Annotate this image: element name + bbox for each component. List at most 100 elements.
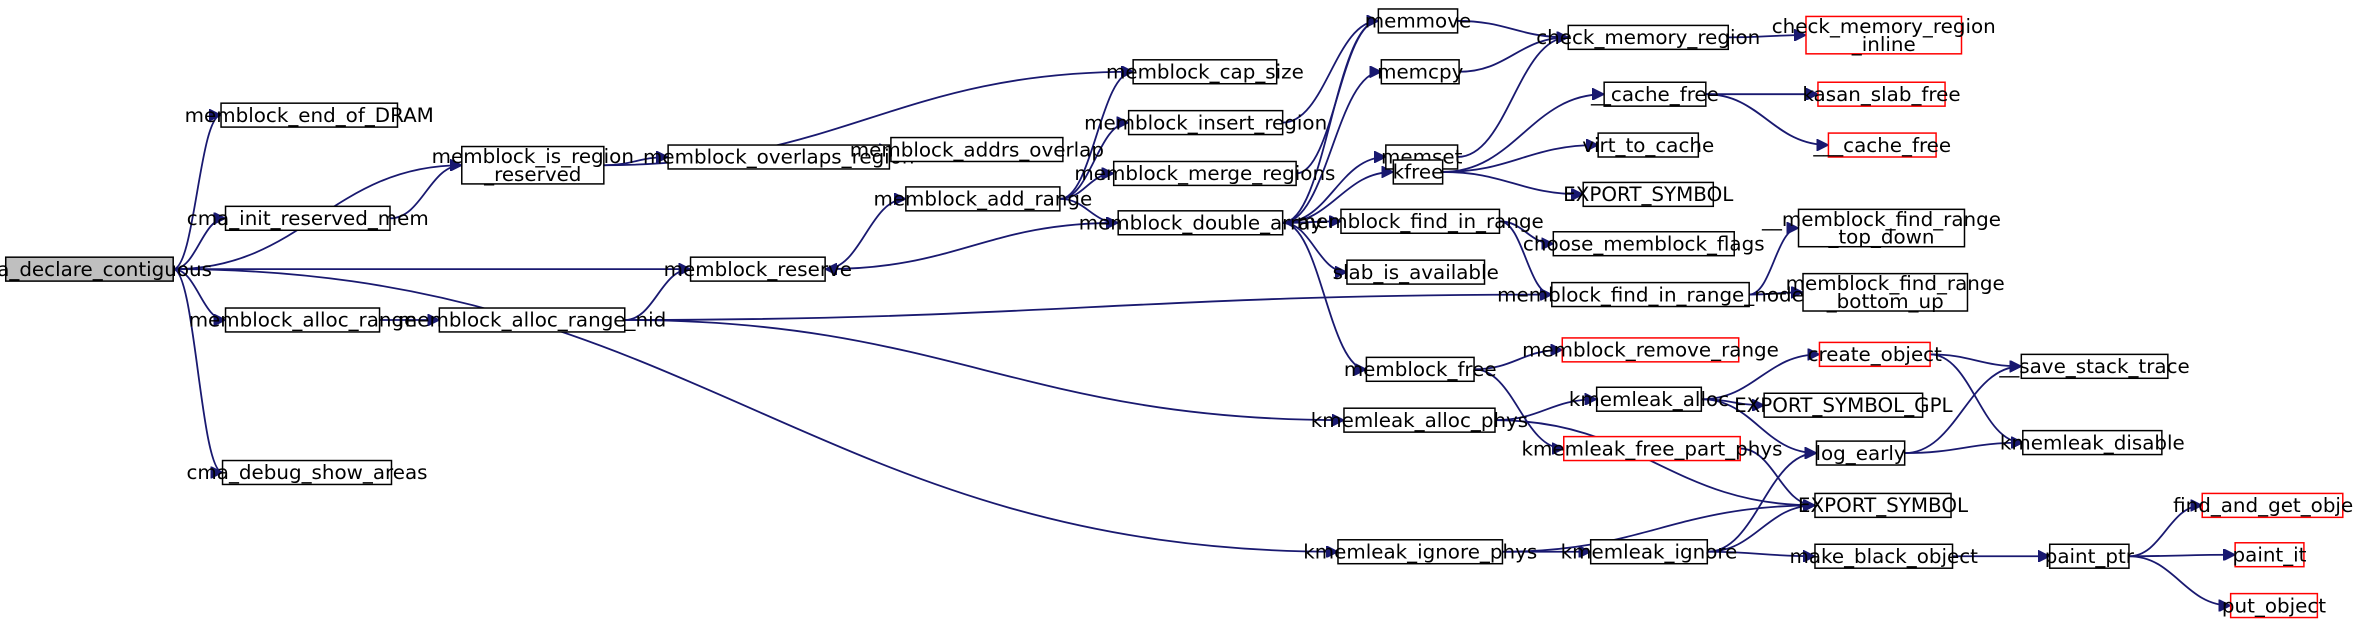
node-mfrtd[interactable]: __memblock_find_range_top_down xyxy=(1761,208,2001,249)
node-sst[interactable]: __save_stack_trace xyxy=(1998,353,2190,380)
edge xyxy=(1705,93,1829,145)
edge-mset-cmr xyxy=(1457,37,1569,158)
node-box xyxy=(2234,542,2305,568)
edge xyxy=(1457,37,1569,158)
node-kdis[interactable]: kmemleak_disable xyxy=(2000,429,2185,456)
node-label: __save_stack_trace xyxy=(1998,355,2189,378)
node-cmri[interactable]: check_memory_region_inline xyxy=(1772,15,1996,56)
node-mres[interactable]: memblock_reserve xyxy=(664,256,852,282)
node-mda[interactable]: memblock_double_array xyxy=(1079,210,1323,236)
node-mao[interactable]: memblock_addrs_overlap xyxy=(850,136,1104,163)
node-kap[interactable]: kmemleak_alloc_phys xyxy=(1311,407,1528,433)
edge xyxy=(1701,398,1816,453)
node-pptr[interactable]: paint_ptr xyxy=(2045,543,2135,569)
node-label: memblock_alloc_range_nid xyxy=(398,309,666,332)
node-mmove[interactable]: memmove xyxy=(1365,8,1471,34)
edges-layer xyxy=(172,21,2235,606)
edge-mda-mres xyxy=(825,221,1119,269)
node-kip[interactable]: kmemleak_ignore_phys xyxy=(1303,539,1537,565)
node-box xyxy=(689,256,826,282)
edge-mda-mfree xyxy=(1282,221,1367,370)
node-label: memblock_remove_range xyxy=(1522,339,1779,362)
node-mcpy[interactable]: memcpy xyxy=(1377,59,1464,85)
node-label: EXPORT_SYMBOL xyxy=(1563,183,1733,206)
edge-marn-mfirn xyxy=(624,295,1552,321)
node-box xyxy=(1112,160,1297,187)
node-mcs[interactable]: memblock_cap_size xyxy=(1106,59,1304,85)
node-vtc[interactable]: virt_to_cache xyxy=(1582,132,1714,158)
node-madd[interactable]: memblock_add_range xyxy=(873,186,1092,212)
node-mir[interactable]: memblock_insert_region xyxy=(1084,109,1327,136)
node-cmr[interactable]: check_memory_region xyxy=(1536,24,1760,51)
node-box xyxy=(1380,59,1460,85)
edge-pptr-pobj xyxy=(2128,555,2231,605)
node-mmr[interactable]: memblock_merge_regions xyxy=(1074,160,1335,187)
edge xyxy=(173,268,226,320)
edge xyxy=(1707,453,1816,553)
node-cmf[interactable]: choose_memblock_flags xyxy=(1523,231,1765,257)
node-box xyxy=(1117,210,1284,236)
edge xyxy=(624,295,1552,321)
node-eod[interactable]: memblock_end_of_DRAM xyxy=(185,102,434,128)
node-mrr[interactable]: memblock_remove_range xyxy=(1522,337,1779,363)
node-label: _top_down xyxy=(1827,226,1934,249)
node-box xyxy=(1340,208,1501,235)
node-label: slab_is_available xyxy=(1333,261,1499,284)
node-sia[interactable]: slab_is_available xyxy=(1333,259,1499,285)
node-box xyxy=(1377,8,1459,34)
node-box xyxy=(438,307,626,333)
node-label: EXPORT_SYMBOL xyxy=(1798,494,1968,517)
node-cobj[interactable]: create_object xyxy=(1808,341,1942,368)
node-label: kfree xyxy=(1393,161,1444,184)
node-pit[interactable]: paint_it xyxy=(2233,542,2307,568)
node-box xyxy=(1563,435,1741,462)
node-lge[interactable]: log_early xyxy=(1816,440,1906,466)
node-marn[interactable]: memblock_alloc_range_nid xyxy=(398,307,666,333)
node-box xyxy=(2020,353,2169,380)
edge xyxy=(1904,366,2022,454)
node-fgo[interactable]: find_and_get_object xyxy=(2173,492,2353,519)
node-kfree[interactable]: kfree xyxy=(1392,159,1444,185)
edge-marn-kap xyxy=(624,319,1344,420)
node-kfpp[interactable]: kmemleak_free_part_phys xyxy=(1521,435,1782,462)
edge xyxy=(1459,37,1568,73)
node-box xyxy=(1805,15,1963,55)
edge xyxy=(2128,555,2231,605)
node-ucf[interactable]: ___cache_free xyxy=(1812,132,1951,158)
node-mbo[interactable]: make_black_object xyxy=(1790,543,1979,569)
edge xyxy=(603,157,668,167)
node-kalloc[interactable]: kmemleak_alloc xyxy=(1569,386,1729,412)
node-isres[interactable]: memblock_is_region_reserved xyxy=(432,145,634,186)
node-label: kmemleak_ignore xyxy=(1561,540,1738,563)
node-ksf[interactable]: kasan_slab_free xyxy=(1802,81,1961,107)
edge-mfir-mfirn xyxy=(1499,220,1552,294)
node-box xyxy=(1365,356,1475,383)
node-mfrbu[interactable]: __memblock_find_range_bottom_up xyxy=(1765,272,2005,313)
edge xyxy=(1474,368,1564,448)
edge-mfree-mrr xyxy=(1474,350,1562,371)
node-label: ___cache_free xyxy=(1812,134,1951,157)
node-cirm[interactable]: cma_init_reserved_mem xyxy=(187,205,429,232)
node-pobj[interactable]: put_object xyxy=(2222,592,2326,619)
edge-kip-es2 xyxy=(1502,505,1815,553)
node-es2[interactable]: EXPORT_SYMBOL xyxy=(1798,492,1968,519)
node-mfir[interactable]: memblock_find_in_range xyxy=(1297,208,1544,235)
node-cdsa[interactable]: cma_debug_show_areas xyxy=(187,459,428,486)
edge xyxy=(1282,72,1382,224)
node-kign[interactable]: kmemleak_ignore xyxy=(1561,539,1738,565)
node-mfree[interactable]: memblock_free xyxy=(1344,356,1497,383)
edge xyxy=(1494,399,1597,422)
node-es1[interactable]: EXPORT_SYMBOL xyxy=(1563,181,1733,208)
node-mor[interactable]: memblock_overlaps_region xyxy=(643,144,914,170)
node-label: memblock_alloc_range xyxy=(189,309,417,332)
node-label: put_object xyxy=(2222,594,2326,617)
edge xyxy=(173,218,226,271)
edge xyxy=(1930,353,2023,442)
node-cfree[interactable]: __cache_free xyxy=(1590,81,1719,107)
node-root[interactable]: cma_declare_contiguous xyxy=(0,256,212,282)
node-box xyxy=(1603,81,1707,107)
node-mar[interactable]: memblock_alloc_range xyxy=(189,307,417,333)
edge-mda-mcpy xyxy=(1282,72,1382,224)
node-egpl[interactable]: EXPORT_SYMBOL_GPL xyxy=(1734,392,1953,418)
node-mfirn[interactable]: memblock_find_in_range_node xyxy=(1497,281,1804,308)
